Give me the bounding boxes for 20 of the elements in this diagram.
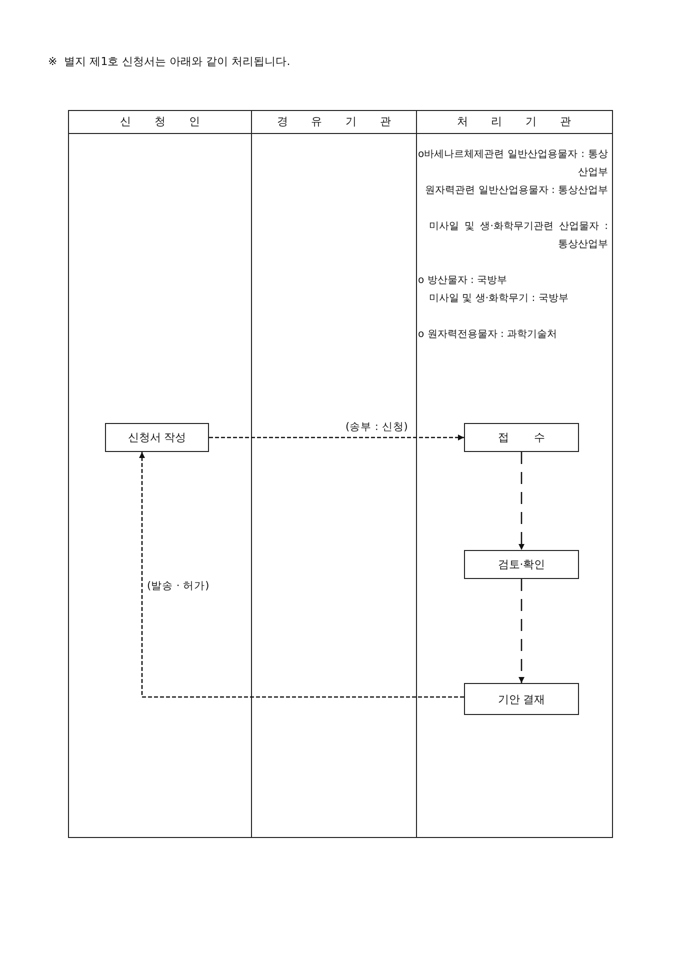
column-header: 처 리 기 관 xyxy=(456,114,572,130)
process-box: 검토·확인 xyxy=(464,550,579,579)
note-text: 미사일 및 생·화학무기 : 국방부 xyxy=(429,292,570,306)
note-text: o바세나르체제관련 일반산업용물자 : 통상산업부 xyxy=(418,148,608,180)
note-text: 미사일 및 생·화학무기관련 산업물자 : 통상산업부 xyxy=(429,220,608,252)
note-text: o 원자력전용물자 : 과학기술처 xyxy=(418,328,558,342)
arrow xyxy=(518,579,524,683)
arrow xyxy=(209,434,464,440)
edge-label: (발송 · 허가) xyxy=(145,578,212,592)
edge-label: (송부 : 신청) xyxy=(344,420,410,434)
note-text: 원자력관련 일반산업용물자 : 통상산업부 xyxy=(424,184,608,198)
column-header: 신 청 인 xyxy=(119,114,201,130)
process-box: 접 수 xyxy=(464,423,579,452)
arrow xyxy=(518,452,524,550)
title-text: ※ 별지 제1호 신청서는 아래와 같이 처리됩니다. xyxy=(48,54,290,69)
arrow xyxy=(139,452,464,698)
note-text: o 방산물자 : 국방부 xyxy=(418,274,508,288)
column-header: 경 유 기 관 xyxy=(276,114,392,130)
process-box: 기안 결재 xyxy=(464,683,579,715)
process-box: 신청서 작성 xyxy=(105,423,209,452)
